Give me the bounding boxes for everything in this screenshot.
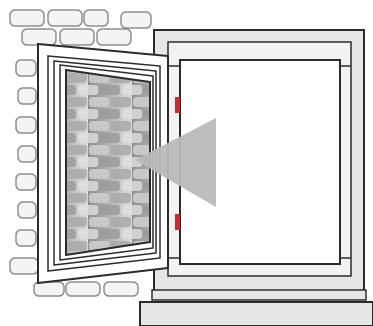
brick	[33, 281, 65, 297]
brick	[15, 173, 37, 191]
open-door-leaf	[37, 42, 169, 285]
brick	[96, 28, 132, 46]
brick	[59, 28, 95, 46]
brick	[103, 281, 139, 297]
brick	[17, 145, 37, 163]
brick	[15, 116, 37, 134]
hinge-top	[175, 97, 180, 113]
brick	[9, 9, 45, 27]
door-glass-bricks	[65, 68, 151, 257]
brick	[17, 87, 37, 105]
brick	[83, 9, 109, 27]
brick	[21, 28, 57, 46]
brick	[65, 281, 101, 297]
brick	[17, 201, 37, 219]
door-sill	[139, 289, 373, 326]
brick	[9, 257, 39, 275]
hinge-bottom	[175, 214, 180, 230]
door-frame	[153, 29, 365, 293]
brick-wall	[9, 9, 152, 297]
direction-arrow-left	[135, 118, 216, 207]
brick	[15, 229, 37, 247]
brick	[47, 9, 83, 27]
brick	[15, 59, 37, 77]
brick	[120, 11, 152, 29]
